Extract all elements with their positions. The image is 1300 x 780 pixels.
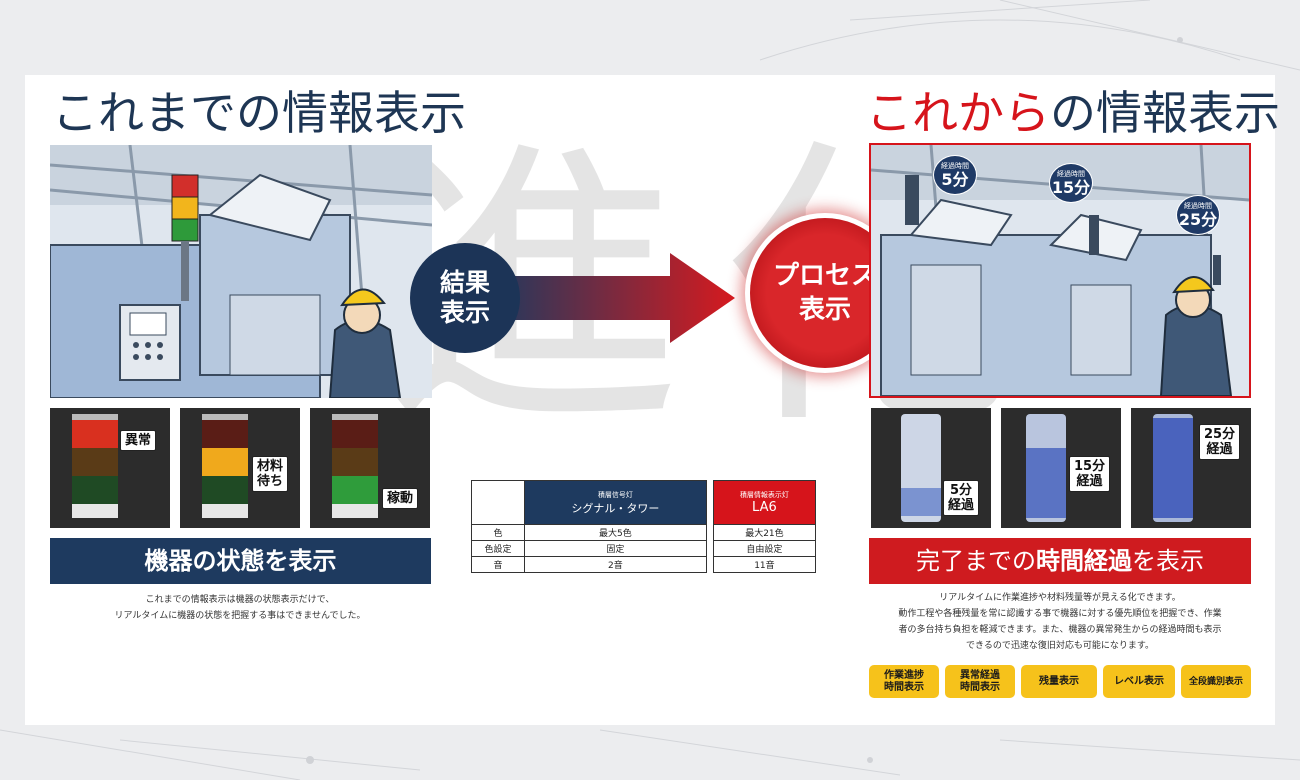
table-corner [471,480,525,525]
badge-error-elapsed: 異常経過 時間表示 [945,665,1015,698]
lamp-label-5min: 5分 経過 [943,480,980,516]
right-title-rest: の情報表示 [1050,86,1280,140]
left-note: これまでの情報表示は機器の状態表示だけで、 リアルタイムに機器の状態を把握する事… [60,592,420,624]
result-display-circle: 結果 表示 [410,243,520,353]
lamp-label-25min: 25分 経過 [1199,424,1241,460]
left-lamp-box-waiting: 材料 待ち [180,408,300,528]
right-note-line: リアルタイムに作業進捗や材料残量等が見える化できます。 [939,593,1181,603]
right-lamp-box-5min: 5分 経過 [871,408,991,528]
right-note-line: 者の多台持ち負担を軽減できます。また、機器の異常発生からの経過時間も表示 [898,625,1222,635]
right-title-main: これから [866,86,1050,140]
lamp-label-15min: 15分 経過 [1069,456,1111,492]
left-title-main: これまで [52,86,236,140]
right-note: リアルタイムに作業進捗や材料残量等が見える化できます。 動作工程や各種残量を常に… [869,590,1251,654]
table-row: 色最大5色最大21色 [471,524,817,541]
right-note-line: できるので迅速な復旧対応も可能になります。 [966,641,1154,651]
right-note-line: 動作工程や各種残量を常に認識する事で機器に対する優先順位を把握でき、作業 [898,609,1222,619]
badge-level: レベル表示 [1103,665,1175,698]
right-title: これからの情報表示 [866,90,1280,136]
left-lamp-box-running: 稼動 [310,408,430,528]
table-header-signal-tower: 積層信号灯シグナル・タワー [524,480,707,525]
lamp-label-waiting: 材料 待ち [252,456,289,492]
right-lamp-box-25min: 25分 経過 [1131,408,1251,528]
badge-progress-time: 作業進捗 時間表示 [869,665,939,698]
left-note-line: リアルタイムに機器の状態を把握する事はできませんでした。 [114,611,366,621]
arrow-right-icon [500,253,735,343]
badge-remaining: 残量表示 [1021,665,1097,698]
left-lamp-box-abnormal: 異常 [50,408,170,528]
left-note-line: これまでの情報表示は機器の状態表示だけで、 [145,595,335,605]
table-row: 色設定固定自由設定 [471,540,817,557]
badge-all-stage-id: 全段識別表示 [1181,665,1251,698]
left-factory-illustration [50,145,432,398]
left-title: これまでの情報表示 [52,90,466,136]
left-title-rest: の情報表示 [236,86,466,140]
left-banner: 機器の状態を表示 [50,538,431,584]
right-banner: 完了までの時間経過を表示 [869,538,1251,584]
lamp-label-running: 稼動 [382,488,419,509]
lamp-label-abnormal: 異常 [120,430,157,451]
right-lamp-box-15min: 15分 経過 [1001,408,1121,528]
